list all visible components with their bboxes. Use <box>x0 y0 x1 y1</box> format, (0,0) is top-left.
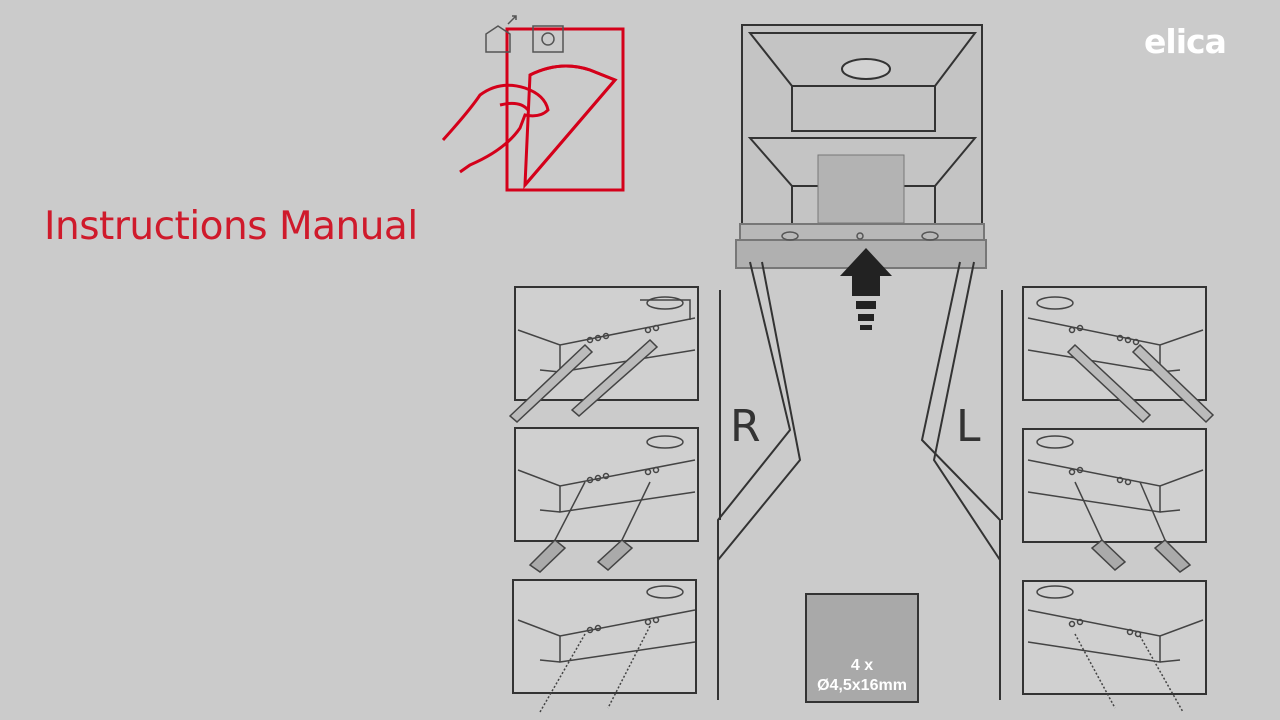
left-side-label: L <box>956 401 981 452</box>
hood-illustration <box>735 24 987 269</box>
manual-icon <box>441 15 625 192</box>
left-side-steps <box>1022 286 1207 695</box>
screw-size: Ø4,5x16mm <box>817 677 907 694</box>
screw-quantity: 4 x <box>850 657 874 674</box>
connector-lines <box>717 261 1003 700</box>
page-title: Instructions Manual <box>44 204 418 249</box>
insert-arrow-icon <box>840 248 892 330</box>
right-side-steps <box>512 286 699 694</box>
brand-logo: elica <box>1144 22 1227 61</box>
right-side-label: R <box>730 401 761 452</box>
screw-spec-box: 4 x Ø4,5x16mm <box>805 593 919 703</box>
